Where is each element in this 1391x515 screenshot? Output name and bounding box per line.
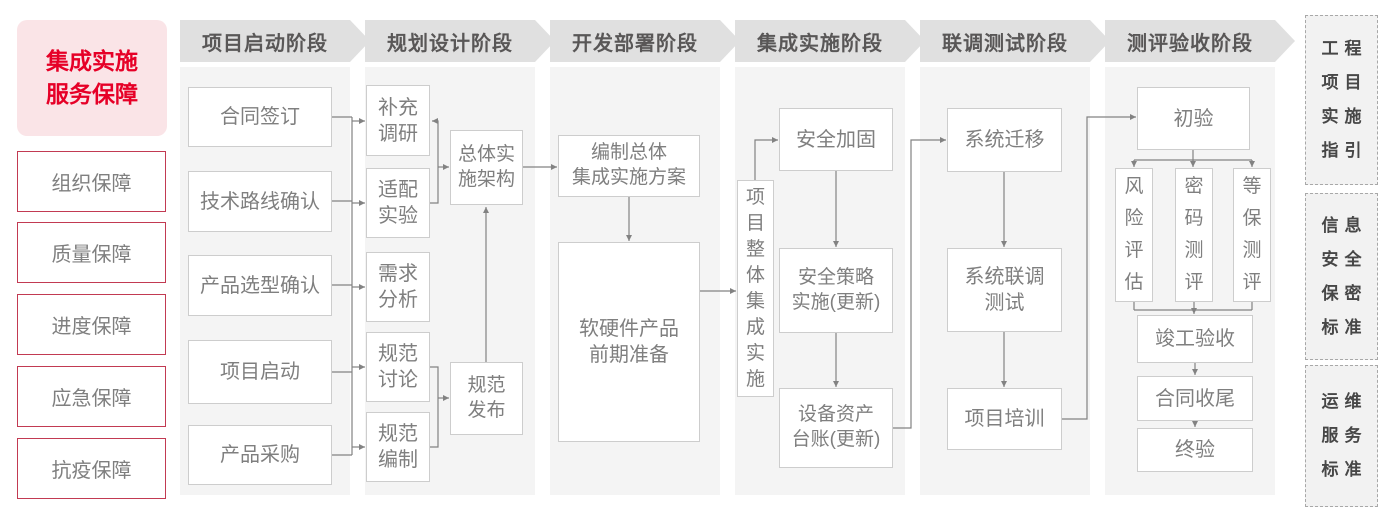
node-system-joint-testing: 系统联调 测试 — [947, 248, 1062, 332]
node-spec-drafting: 规范 编制 — [366, 412, 430, 482]
sidebar-item-emergency: 应急保障 — [17, 366, 166, 427]
phase-header-integration-implementation: 集成实施阶段 — [735, 20, 925, 62]
node-security-hardening: 安全加固 — [779, 108, 893, 171]
sidebar-item-quality: 质量保障 — [17, 222, 166, 283]
phase-header-project-kickoff: 项目启动阶段 — [180, 20, 370, 62]
node-security-policy-update: 安全策略 实施(更新) — [779, 248, 893, 333]
node-tech-route-confirmation: 技术路线确认 — [188, 171, 332, 232]
sidebar-title: 集成实施 服务保障 — [17, 20, 167, 136]
node-hw-sw-preparation: 软硬件产品 前期准备 — [558, 242, 700, 442]
phase-header-evaluation-acceptance: 测评验收阶段 — [1105, 20, 1295, 62]
node-completion-acceptance: 竣工验收 — [1137, 315, 1253, 363]
node-final-acceptance: 终验 — [1137, 428, 1253, 472]
node-initial-acceptance: 初验 — [1137, 87, 1250, 150]
node-spec-release: 规范 发布 — [450, 362, 523, 435]
node-requirement-analysis: 需求 分析 — [366, 252, 430, 322]
node-product-procurement: 产品采购 — [188, 425, 332, 485]
node-project-training: 项目培训 — [947, 388, 1062, 450]
node-adaptation-testing: 适配 实验 — [366, 168, 430, 238]
node-overall-integration-plan: 编制总体 集成实施方案 — [558, 135, 700, 197]
node-project-kickoff: 项目启动 — [188, 340, 332, 404]
sidebar-item-epidemic: 抗疫保障 — [17, 438, 166, 499]
standard-ops-service: 运维 服务 标准 — [1305, 365, 1378, 507]
node-system-migration: 系统迁移 — [947, 108, 1062, 172]
sidebar-item-organization: 组织保障 — [17, 151, 166, 212]
node-product-selection: 产品选型确认 — [188, 255, 332, 316]
phase-header-joint-testing: 联调测试阶段 — [920, 20, 1110, 62]
standard-information-security-confidentiality: 信息 安全 保密 标准 — [1305, 193, 1378, 360]
node-contract-closure: 合同收尾 — [1137, 376, 1253, 421]
node-crypto-evaluation: 密码测评 — [1175, 168, 1213, 302]
node-supplementary-research: 补充 调研 — [366, 85, 430, 156]
node-risk-assessment: 风险评估 — [1115, 168, 1153, 302]
phase-header-planning-design: 规划设计阶段 — [365, 20, 555, 62]
node-overall-implementation-architecture: 总体实 施架构 — [450, 130, 523, 205]
node-spec-discussion: 规范 讨论 — [366, 332, 430, 402]
node-classified-protection-evaluation: 等保测评 — [1233, 168, 1271, 302]
node-project-overall-integration: 项目整体集成实施 — [737, 180, 774, 397]
phase-header-dev-deployment: 开发部署阶段 — [550, 20, 740, 62]
standard-engineering-implementation-guide: 工程 项目 实施 指引 — [1305, 15, 1378, 185]
node-contract-signing: 合同签订 — [188, 87, 332, 147]
node-asset-ledger-update: 设备资产 台账(更新) — [779, 388, 893, 468]
sidebar-item-schedule: 进度保障 — [17, 294, 166, 355]
